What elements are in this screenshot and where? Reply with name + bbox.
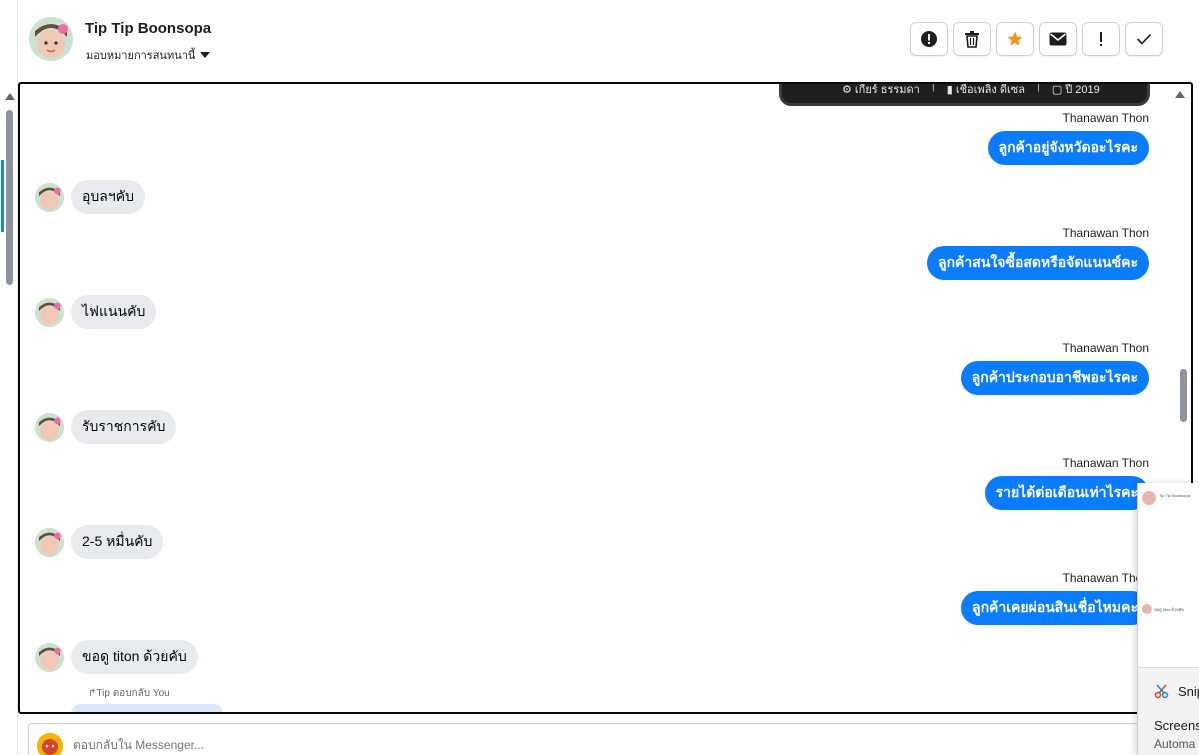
mark-unread-button[interactable] xyxy=(1039,22,1077,56)
incoming-message[interactable]: 2-5 หมื่นคับ xyxy=(71,525,164,559)
mark-spam-button[interactable] xyxy=(910,22,948,56)
left-pane-strip xyxy=(0,0,18,755)
contact-avatar[interactable] xyxy=(29,17,73,61)
outgoing-message[interactable]: ลูกค้าประกอบอาชีพอะไรคะ xyxy=(960,361,1149,395)
active-accent-bar xyxy=(1,160,4,232)
incoming-message[interactable]: ขอดู titon ด้วยคับ xyxy=(71,640,198,674)
reply-input[interactable] xyxy=(73,738,673,752)
snip-subtitle: Automa xyxy=(1154,737,1196,751)
contact-avatar-small[interactable] xyxy=(35,297,64,327)
incoming-message-row: อุบลฯคับ xyxy=(35,180,145,214)
outgoing-message[interactable]: ลูกค้าอยู่จังหวัดอะไรคะ xyxy=(987,131,1149,165)
check-icon xyxy=(1136,33,1152,45)
sender-name: Thanawan Thon xyxy=(1062,226,1149,240)
year-spec: ▢ ปี 2019 xyxy=(1051,84,1100,96)
incoming-message[interactable]: อุบลฯคับ xyxy=(71,180,145,214)
separator: | xyxy=(931,82,935,92)
follow-up-button[interactable] xyxy=(1082,22,1120,56)
conversation-header: Tip Tip Boonsopa มอบหมายการสนทนานี้ xyxy=(18,0,1199,82)
sender-name: Thanawan Thon xyxy=(1062,341,1149,355)
incoming-message-row: รับราชการคับ xyxy=(35,410,177,444)
outgoing-message[interactable]: ลูกค้าสนใจซื้อสดหรือจัดแนนซ์คะ xyxy=(927,246,1149,280)
sender-name: Thanawan Thon xyxy=(1062,571,1149,585)
incoming-message-row: ไฟแนนคับ xyxy=(35,295,157,329)
caret-down-icon xyxy=(200,52,211,58)
delete-button[interactable] xyxy=(953,22,991,56)
reply-bubble-partial[interactable] xyxy=(71,704,223,712)
assign-label: มอบหมายการสนทนานี้ xyxy=(86,50,196,62)
contact-avatar-small[interactable] xyxy=(35,412,64,442)
envelope-icon xyxy=(1049,32,1067,46)
exclamation-icon xyxy=(1100,32,1102,46)
snip-toast[interactable]: Snip Screens Automa xyxy=(1138,667,1199,755)
sender-name: Thanawan Thon xyxy=(1062,456,1149,470)
alert-circle-icon xyxy=(921,31,937,47)
contact-avatar-small[interactable] xyxy=(35,642,64,672)
incoming-message-row: ขอดู titon ด้วยคับ xyxy=(35,640,198,674)
fuel-spec: ▮ เชื้อเพลิง ดีเซล xyxy=(946,84,1025,96)
header-action-buttons xyxy=(910,22,1163,56)
screenshot-thumbnail[interactable]: ขอดู titon ด้วยคับ xyxy=(1140,601,1198,621)
thread-scrollbar-thumb[interactable] xyxy=(1180,369,1187,422)
contact-avatar-small[interactable] xyxy=(35,527,64,557)
message-thread[interactable]: ⚙ เกียร์ ธรรมดา | ▮ เชื้อเพลิง ดีเซล | ▢… xyxy=(18,82,1193,714)
trash-icon xyxy=(965,31,979,48)
screenshot-thumbnail[interactable]: Tip Tip Boonsopa xyxy=(1140,489,1198,511)
contact-avatar-small[interactable] xyxy=(35,182,64,212)
scissors-icon xyxy=(1154,684,1169,699)
thread-scroll-up-arrow[interactable] xyxy=(1175,91,1185,98)
gear-spec: ⚙ เกียร์ ธรรมดา xyxy=(842,84,920,96)
outgoing-message[interactable]: ลูกค้าเคยผ่อนสินเชื่อไหมคะ xyxy=(960,591,1149,625)
left-scrollbar-thumb[interactable] xyxy=(6,110,13,285)
snip-app-row: Snip xyxy=(1154,683,1199,699)
incoming-message[interactable]: รับราชการคับ xyxy=(71,410,177,444)
assign-conversation-dropdown[interactable]: มอบหมายการสนทนานี้ xyxy=(86,46,211,64)
incoming-message[interactable]: ไฟแนนคับ xyxy=(71,295,157,329)
product-info-card[interactable]: ⚙ เกียร์ ธรรมดา | ▮ เชื้อเพลิง ดีเซล | ▢… xyxy=(779,82,1150,106)
reply-composer[interactable] xyxy=(28,723,1143,755)
product-info-specs: ⚙ เกียร์ ธรรมดา | ▮ เชื้อเพลิง ดีเซล | ▢… xyxy=(842,82,1100,98)
reply-note: ↱Tip ตอบกลับ You xyxy=(88,688,170,699)
star-button[interactable] xyxy=(996,22,1034,56)
page-avatar xyxy=(37,733,63,755)
star-icon xyxy=(1007,31,1023,46)
outgoing-message[interactable]: รายได้ต่อเดือนเท่าไรคะ xyxy=(984,476,1149,510)
sender-name: Thanawan Thon xyxy=(1062,111,1149,125)
snip-app-name: Snip xyxy=(1178,683,1199,699)
contact-name: Tip Tip Boonsopa xyxy=(85,20,212,37)
mark-done-button[interactable] xyxy=(1125,22,1163,56)
snip-title: Screens xyxy=(1154,718,1199,733)
left-scroll-up-arrow[interactable] xyxy=(5,93,15,100)
snip-notification-panel[interactable]: Tip Tip Boonsopa ขอดู titon ด้วยคับ Snip… xyxy=(1137,483,1199,755)
separator: | xyxy=(1036,82,1040,92)
incoming-message-row: 2-5 หมื่นคับ xyxy=(35,525,164,559)
